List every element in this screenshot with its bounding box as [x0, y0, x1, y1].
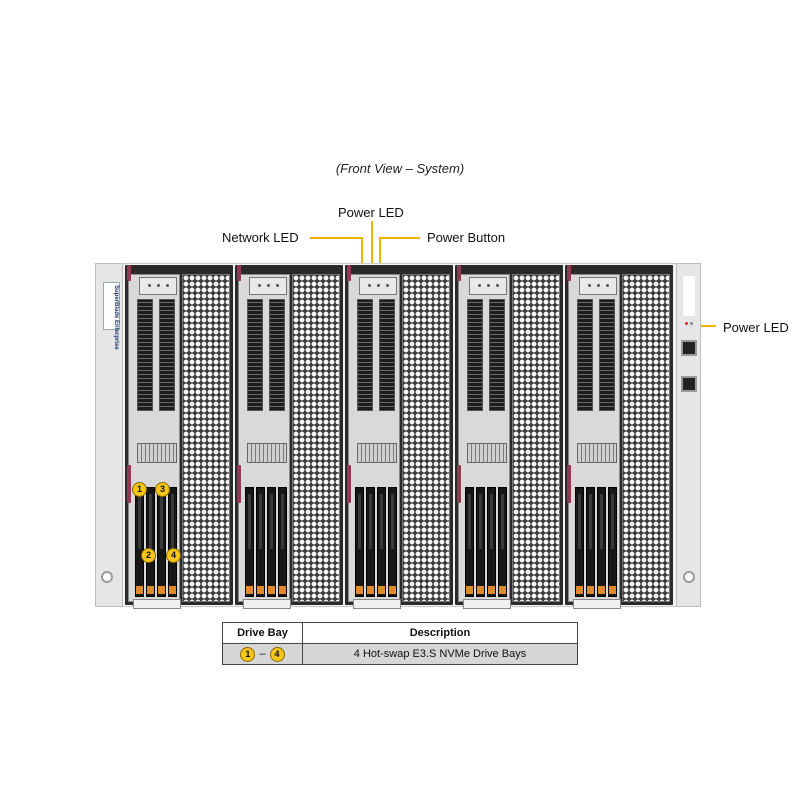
drive-bay-badge: 1	[240, 646, 256, 662]
drive-bay[interactable]	[245, 487, 254, 597]
io-connector	[577, 443, 617, 463]
drive-bay[interactable]	[476, 487, 485, 597]
table-header-description: Description	[302, 622, 578, 644]
blade-node-1	[125, 265, 233, 609]
power-button-label: Power Button	[427, 230, 506, 245]
brand-label: SuperBlade Enterprise	[103, 282, 120, 350]
right-thumb-screw	[683, 571, 695, 583]
node-tray	[128, 274, 181, 609]
brand-logo	[683, 276, 695, 316]
drive-bay[interactable]	[608, 487, 617, 597]
drive-bay[interactable]	[157, 487, 166, 597]
io-connector	[137, 443, 177, 463]
left-thumb-screw	[101, 571, 113, 583]
release-latch[interactable]	[457, 465, 461, 503]
drive-bay[interactable]	[168, 487, 177, 597]
io-connector	[357, 443, 397, 463]
drive-bay-badge: 2	[141, 548, 156, 563]
drive-bay[interactable]	[575, 487, 584, 597]
ventilation-grille	[182, 274, 230, 602]
drive-bay[interactable]	[256, 487, 265, 597]
node-tray	[238, 274, 291, 609]
chassis-management-panel	[679, 270, 699, 600]
drive-bay[interactable]	[355, 487, 364, 597]
release-latch[interactable]	[127, 465, 131, 503]
drive-bay-badge: 4	[269, 646, 285, 662]
release-latch[interactable]	[567, 265, 571, 281]
drive-bay-badge: 1	[132, 482, 147, 497]
range-separator: –	[259, 648, 266, 660]
network-led-callout-line	[310, 237, 363, 274]
table-row: 1 – 4 4 Hot-swap E3.S NVMe Drive Bays	[222, 643, 578, 665]
status-led-indicator	[690, 322, 693, 325]
drive-bay[interactable]	[388, 487, 397, 597]
release-latch[interactable]	[567, 465, 571, 503]
node-handle[interactable]	[359, 277, 397, 295]
drive-bay[interactable]	[465, 487, 474, 597]
node-handle[interactable]	[139, 277, 177, 295]
drive-bay[interactable]	[278, 487, 287, 597]
drive-bay[interactable]	[487, 487, 496, 597]
table-header-drive-bay: Drive Bay	[222, 622, 303, 644]
drive-bay[interactable]	[135, 487, 144, 597]
network-port[interactable]	[681, 340, 697, 356]
table-header-row: Drive Bay Description	[222, 622, 578, 644]
network-port[interactable]	[681, 376, 697, 392]
drive-bay[interactable]	[267, 487, 276, 597]
right-chassis-ear	[676, 263, 701, 607]
io-connector	[247, 443, 287, 463]
ventilation-grille	[292, 274, 340, 602]
node-handle[interactable]	[469, 277, 507, 295]
ventilation-grille	[622, 274, 670, 602]
blade-node-3	[345, 265, 453, 609]
release-latch[interactable]	[127, 265, 131, 281]
node-handle[interactable]	[579, 277, 617, 295]
io-connector	[467, 443, 507, 463]
drive-bay-badge: 3	[155, 482, 170, 497]
node-tray	[568, 274, 621, 609]
node-handle[interactable]	[249, 277, 287, 295]
drive-bay[interactable]	[597, 487, 606, 597]
power-led-label: Power LED	[338, 205, 404, 220]
description-cell: 4 Hot-swap E3.S NVMe Drive Bays	[302, 643, 578, 665]
drive-bay[interactable]	[586, 487, 595, 597]
power-button-callout-line	[379, 237, 420, 274]
drive-bay[interactable]	[146, 487, 155, 597]
release-latch[interactable]	[237, 465, 241, 503]
right-power-led-label: Power LED	[723, 320, 789, 335]
power-led-indicator	[685, 322, 688, 325]
ventilation-grille	[402, 274, 450, 602]
blade-node-2	[235, 265, 343, 609]
drive-bay-range-cell: 1 – 4	[222, 643, 303, 665]
blade-node-4	[455, 265, 563, 609]
drive-bay-table: Drive Bay Description 1 – 4 4 Hot-swap E…	[222, 622, 578, 665]
drive-bay[interactable]	[377, 487, 386, 597]
node-tray	[458, 274, 511, 609]
blade-node-5	[565, 265, 673, 609]
drive-bay[interactable]	[366, 487, 375, 597]
release-latch[interactable]	[237, 265, 241, 281]
figure-caption: (Front View – System)	[335, 161, 465, 176]
network-led-label: Network LED	[222, 230, 299, 245]
node-tray	[348, 274, 401, 609]
ventilation-grille	[512, 274, 560, 602]
release-latch[interactable]	[457, 265, 461, 281]
release-latch[interactable]	[347, 265, 351, 281]
release-latch[interactable]	[347, 465, 351, 503]
drive-bay[interactable]	[498, 487, 507, 597]
drive-bay-badge: 4	[166, 548, 181, 563]
